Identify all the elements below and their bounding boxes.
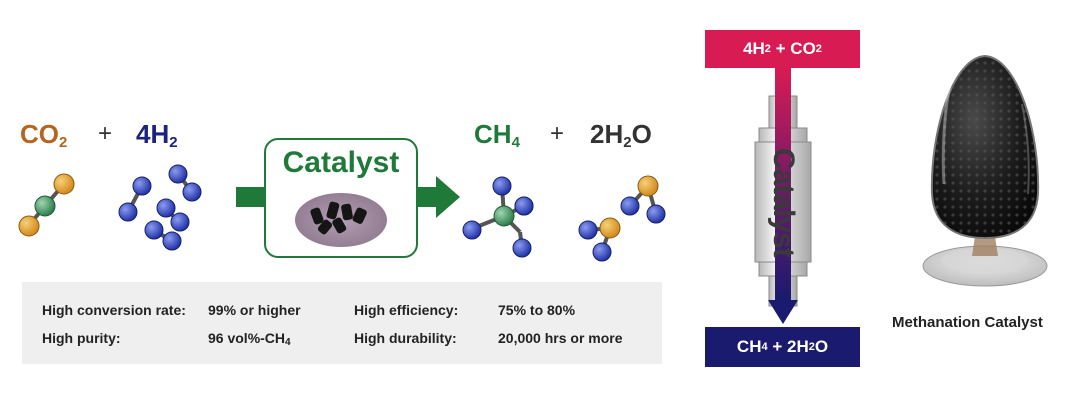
- output-b-suffix: O: [814, 337, 829, 356]
- plus-sign-reactants: +: [98, 120, 113, 147]
- h2o-coefficient: 2: [590, 119, 605, 149]
- h2o-molecules-icon: [578, 175, 666, 262]
- output-a-sub: 4: [761, 341, 768, 353]
- co2-molecule-icon: [18, 173, 75, 237]
- output-a: CH: [736, 337, 762, 356]
- input-plus: +: [770, 39, 791, 58]
- co2-formula: CO2: [20, 121, 67, 150]
- h2-symbol: H: [150, 119, 170, 149]
- input-a: 4H: [743, 39, 765, 58]
- efficiency-value: 75% to 80%: [498, 302, 576, 318]
- h2-subscript: 2: [169, 134, 178, 151]
- ch4-subscript: 4: [511, 134, 520, 151]
- efficiency-label: High efficiency:: [354, 302, 459, 318]
- h2o-symbol: H: [604, 119, 624, 149]
- input-b: CO: [790, 39, 816, 58]
- h2o-formula: 2H2O: [590, 121, 652, 150]
- ch4-symbol: CH: [474, 119, 512, 149]
- arrow-into-catalyst-icon: [236, 187, 266, 207]
- input-a-sub: 2: [764, 43, 771, 55]
- output-b-sub: 2: [808, 341, 815, 353]
- durability-value: 20,000 hrs or more: [498, 330, 623, 346]
- input-b-sub: 2: [815, 43, 822, 55]
- catalyst-box: Catalyst: [264, 138, 418, 258]
- h2-coefficient: 4: [136, 119, 151, 149]
- plus-sign-products: +: [550, 120, 565, 147]
- purity-label: High purity:: [42, 330, 121, 346]
- h2o-suffix: O: [631, 119, 652, 149]
- photo-caption: Methanation Catalyst: [892, 314, 1043, 331]
- ch4-formula: CH4: [474, 121, 520, 150]
- purity-value-text: 96 vol%-CH: [208, 330, 286, 346]
- catalyst-title: Catalyst: [282, 146, 400, 179]
- ch4-molecule-icon: [462, 176, 534, 258]
- output-b: 2H: [786, 337, 809, 356]
- catalyst-pellets-icon: [295, 193, 387, 247]
- co2-subscript: 2: [59, 134, 68, 151]
- catalyst-flask-photo: [922, 54, 1048, 287]
- h2-molecules-icon: [118, 164, 202, 251]
- performance-stats-panel: High conversion rate: 99% or higher High…: [22, 282, 662, 364]
- reactor-column-icon: [754, 68, 812, 324]
- durability-label: High durability:: [354, 330, 457, 346]
- h2-formula: 4H2: [136, 121, 178, 150]
- h2o-subscript: 2: [623, 134, 632, 151]
- co2-symbol: CO: [20, 119, 59, 149]
- purity-value-subscript: 4: [285, 337, 291, 348]
- purity-value: 96 vol%-CH4: [208, 330, 291, 348]
- arrow-out-of-catalyst-icon: [414, 176, 460, 218]
- output-plus: +: [767, 337, 787, 356]
- conversion-label: High conversion rate:: [42, 302, 186, 318]
- conversion-value: 99% or higher: [208, 302, 301, 318]
- reactor-column-label: Catalyst: [767, 148, 800, 257]
